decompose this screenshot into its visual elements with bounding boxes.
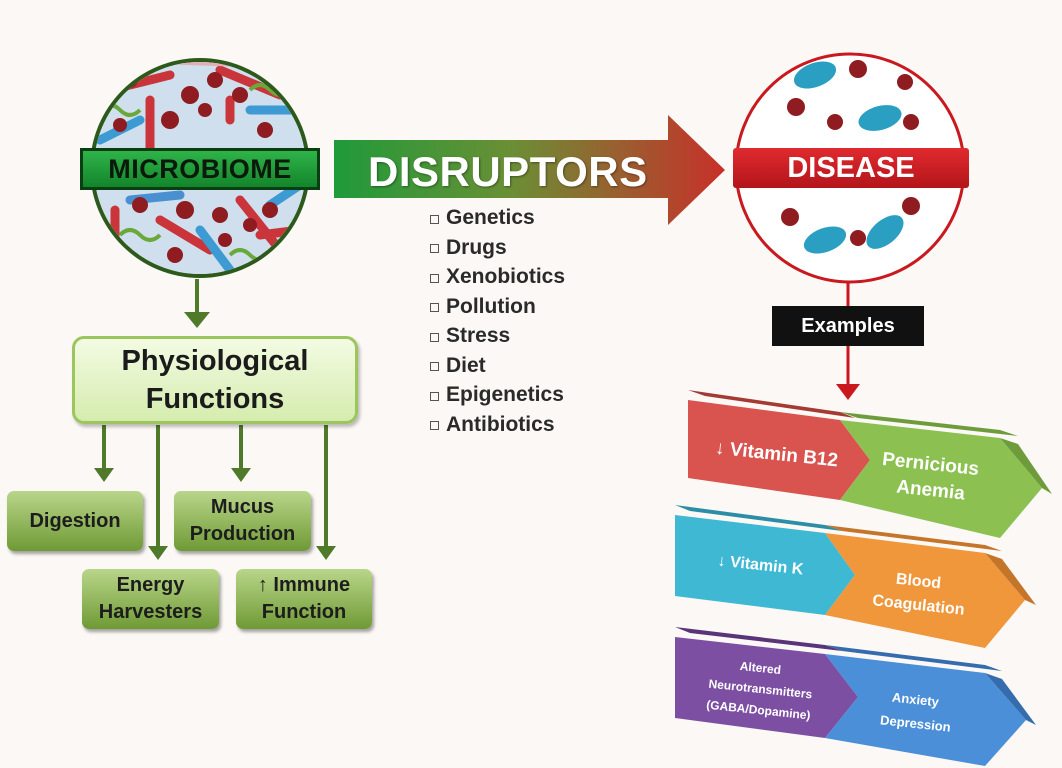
row3-effect-line1: Anxiety: [891, 690, 940, 710]
checkbox-icon: [430, 362, 439, 372]
row2-effect-line1: Blood: [895, 571, 942, 593]
row3-effect-line2: Depression: [879, 712, 951, 734]
checkbox-icon: [430, 421, 439, 431]
function-connectors: [102, 279, 328, 548]
function-mucus-production: Mucus Production: [174, 491, 311, 551]
disease-label: DISEASE: [787, 151, 915, 184]
function-digestion: Digestion: [7, 491, 143, 551]
disruptors-arrow: [334, 115, 725, 225]
checkbox-icon: [430, 391, 439, 401]
microbiome-label: MICROBIOME: [108, 153, 292, 184]
disruptor-item: Genetics: [430, 203, 565, 233]
example-row-3: [675, 627, 1036, 766]
physiological-functions-box: Physiological Functions: [72, 336, 358, 424]
microbiome-circle: [90, 58, 310, 278]
checkbox-icon: [430, 332, 439, 342]
physiological-line1: Physiological: [121, 345, 309, 377]
disruptor-item: Epigenetics: [430, 380, 565, 410]
checkbox-icon: [430, 273, 439, 283]
disruptor-item: Antibiotics: [430, 410, 565, 440]
function-immune: ↑ Immune Function: [236, 569, 372, 629]
checkbox-icon: [430, 303, 439, 313]
disease-banner: DISEASE: [733, 148, 969, 188]
examples-connector: [836, 283, 860, 400]
microbiome-banner: MICROBIOME: [80, 148, 320, 190]
checkbox-icon: [430, 244, 439, 254]
disruptor-item: Xenobiotics: [430, 262, 565, 292]
disruptor-item: Stress: [430, 321, 565, 351]
disruptors-label: DISRUPTORS: [368, 148, 648, 195]
example-row-2: [675, 505, 1036, 648]
function-energy-harvesters: Energy Harvesters: [82, 569, 219, 629]
physiological-line2: Functions: [145, 383, 285, 415]
disruptor-item: Drugs: [430, 233, 565, 263]
checkbox-icon: [430, 214, 439, 224]
example-row-1: [688, 390, 1052, 538]
disruptor-item: Pollution: [430, 292, 565, 322]
examples-label: Examples: [772, 306, 924, 346]
row3-cause-line1: Altered: [739, 659, 782, 677]
disruptor-list: Genetics Drugs Xenobiotics Pollution Str…: [430, 203, 565, 439]
disruptor-item: Diet: [430, 351, 565, 381]
